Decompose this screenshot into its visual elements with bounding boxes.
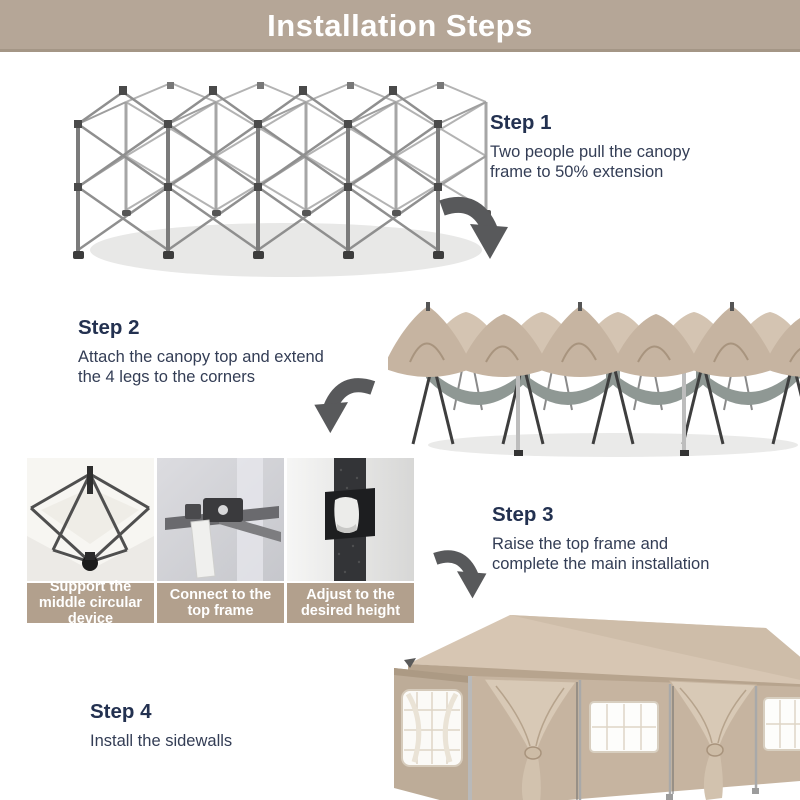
canopy-peaks-front xyxy=(388,306,800,377)
folded-frame-illustration xyxy=(73,82,491,277)
step4-description: Install the sidewalls xyxy=(90,732,233,750)
step4-text-block: Step 4 Install the sidewalls xyxy=(90,700,330,751)
step3-text-block: Step 3 Raise the top frame and complete … xyxy=(492,503,734,575)
ribs xyxy=(29,472,151,564)
step1-text-block: Step 1 Two people pull the canopy frame … xyxy=(490,111,715,183)
banner: Installation Steps xyxy=(0,0,800,52)
left-wall-top-band xyxy=(394,668,470,683)
step2-text-block: Step 2 Attach the canopy top and extend … xyxy=(78,316,330,388)
step2-title: Step 2 xyxy=(78,316,140,339)
step2-canopy-draped-image xyxy=(388,292,800,460)
height-button-photo xyxy=(287,458,414,581)
front-lattice xyxy=(77,90,439,252)
roof-left-tip xyxy=(404,658,416,668)
ground-shadow xyxy=(428,433,798,457)
detail-caption-height-adjust: Adjust to the desired height xyxy=(287,583,414,623)
left-window xyxy=(401,689,463,767)
finished-tent-illustration xyxy=(394,615,800,800)
roof-shading xyxy=(510,615,800,680)
peak-caps xyxy=(74,86,442,191)
step3-detail-thumbnails: Support the middle circular device xyxy=(27,458,416,627)
detail-thumb-top-frame: Connect to the top frame xyxy=(157,458,284,623)
peak-fold-lines xyxy=(409,342,800,363)
step1-title: Step 1 xyxy=(490,111,552,134)
arrow-down-left-icon xyxy=(306,372,390,434)
door-curtain-2 xyxy=(669,680,757,800)
front-window-1 xyxy=(589,701,659,753)
step3-title: Step 3 xyxy=(492,503,554,526)
center-pole xyxy=(87,466,93,494)
strap xyxy=(190,519,216,579)
arrow-down-right-icon-2 xyxy=(426,540,488,604)
frame-connector-illustration xyxy=(157,458,284,581)
door-curtain-1 xyxy=(483,678,577,800)
frame-poles xyxy=(468,676,758,800)
detail-thumb-height-adjust: Adjust to the desired height xyxy=(287,458,414,623)
arrow-down-right-icon xyxy=(430,190,510,260)
height-button-illustration xyxy=(287,458,414,581)
step3-description: Raise the top frame and complete the mai… xyxy=(492,535,710,574)
step1-folded-frame-image xyxy=(48,82,510,286)
detail-caption-circular-device: Support the middle circular device xyxy=(27,579,154,627)
detail-thumb-circular-device: Support the middle circular device xyxy=(27,458,154,627)
back-caps xyxy=(167,82,444,89)
step2-description: Attach the canopy top and extend the 4 l… xyxy=(78,348,324,387)
page-title: Installation Steps xyxy=(267,8,533,43)
frame-tips xyxy=(426,302,734,311)
canopy-underside-photo xyxy=(27,458,154,581)
step1-description: Two people pull the canopy frame to 50% … xyxy=(490,143,690,182)
pole-feet xyxy=(666,788,759,800)
push-button xyxy=(334,497,359,533)
front-window-2 xyxy=(763,697,800,751)
detail-caption-top-frame: Connect to the top frame xyxy=(157,583,284,623)
canopy-underside-illustration xyxy=(27,458,154,581)
frame-connector-photo xyxy=(157,458,284,581)
step4-title: Step 4 xyxy=(90,700,152,723)
draped-canopy-illustration xyxy=(388,302,800,457)
step4-finished-tent-image xyxy=(384,602,800,800)
